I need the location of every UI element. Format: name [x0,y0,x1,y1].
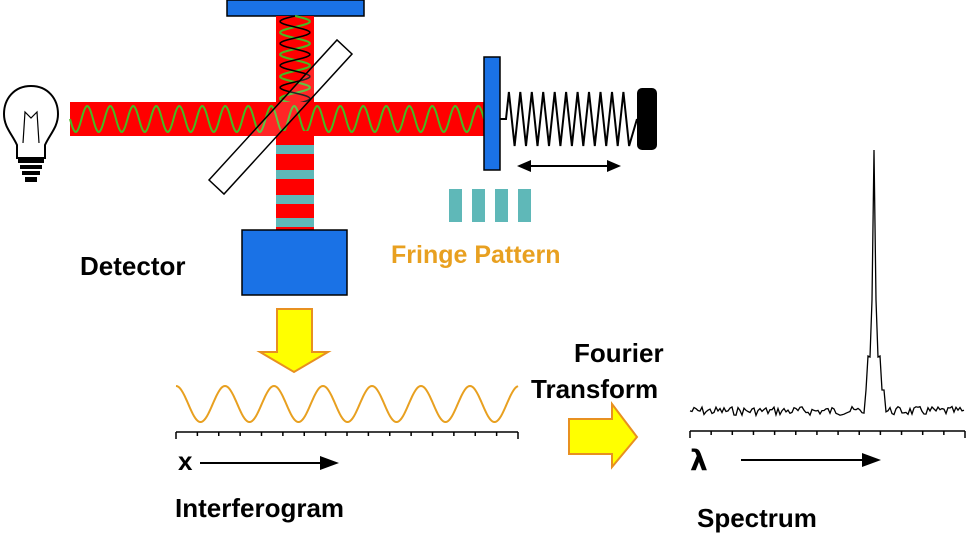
mirror-motion-arrow [517,160,621,172]
spectrum-trace [689,149,965,418]
interferogram-wave [175,384,519,423]
spectrum-label: Spectrum [697,503,817,533]
spectrum-axis [689,430,966,438]
fixed-mirror [226,0,365,17]
x-axis-arrow [200,456,339,470]
spring-anchor [637,88,657,150]
moving-mirror [483,56,501,171]
beam-splitter [207,38,354,196]
beam-to-detector [276,131,314,231]
lightbulb-icon [2,84,60,182]
fringe-pattern [449,189,531,222]
block-arrow-right-icon [568,401,639,470]
interferogram-label: Interferogram [175,493,344,523]
lambda-axis-symbol: λ [690,444,708,477]
fourier-transform-label-line2: Transform [531,374,658,404]
wave-horizontal [69,104,485,134]
block-arrow-down-icon [256,308,332,374]
detector [241,229,348,296]
x-axis-symbol: x [178,446,193,476]
interferogram-axis [175,431,519,439]
detector-label: Detector [80,251,185,281]
lambda-axis-arrow [741,453,881,467]
fringe-pattern-label: Fringe Pattern [391,241,560,269]
fourier-transform-label-line1: Fourier [574,338,664,368]
mirror-spring [500,91,638,147]
